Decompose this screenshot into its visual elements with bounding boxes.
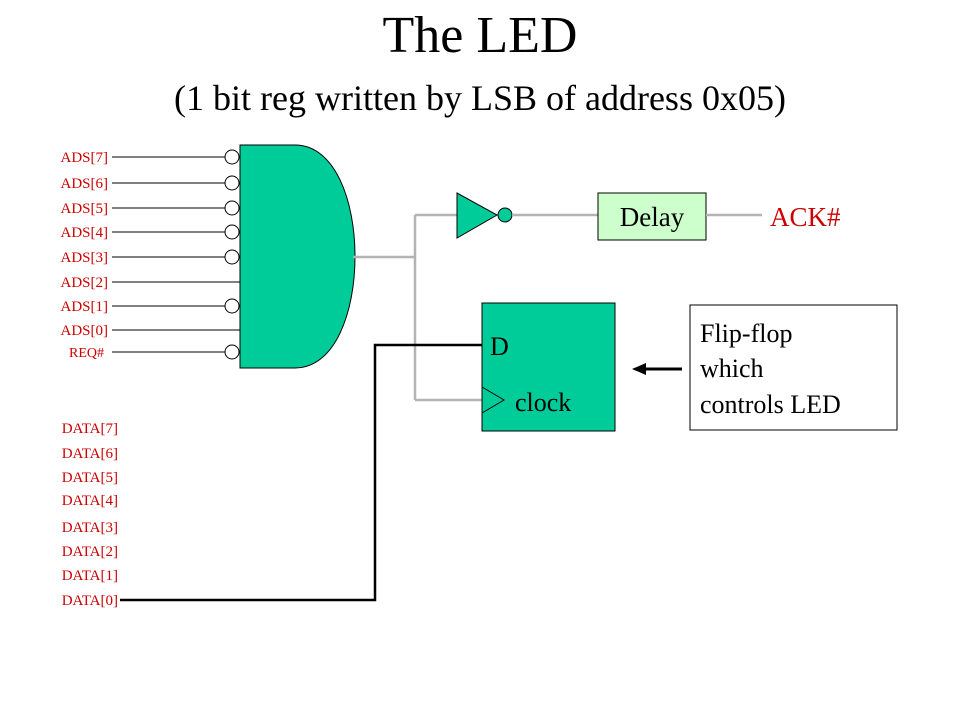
inverter-bubble — [497, 207, 513, 223]
inversion-bubble — [224, 224, 240, 240]
address-input-label: ADS[3] — [61, 250, 109, 266]
inversion-bubble — [224, 249, 240, 265]
data-input-label: DATA[2] — [62, 544, 118, 560]
note-box — [689, 304, 898, 431]
inverter-gate — [456, 192, 499, 239]
flip-flop-clock-label: clock — [515, 388, 571, 417]
data-input-label: DATA[7] — [62, 421, 118, 437]
page-subtitle: (1 bit reg written by LSB of address 0x0… — [174, 78, 786, 118]
note-line-1: Flip-flop — [700, 319, 792, 348]
address-input-label: ADS[6] — [61, 176, 109, 192]
inversion-bubble — [224, 200, 240, 216]
page-title: The LED — [382, 7, 578, 64]
address-input-label: ADS[7] — [61, 150, 109, 166]
annotation-arrow-head — [632, 363, 646, 375]
note-line-2: which — [700, 354, 764, 383]
address-input-label: ADS[2] — [61, 275, 109, 291]
delay-label: Delay — [620, 202, 685, 232]
ack-label: ACK# — [770, 202, 841, 232]
inversion-bubble — [224, 149, 240, 165]
address-input-label: ADS[0] — [61, 323, 109, 339]
inversion-bubble — [224, 175, 240, 191]
address-input-label: ADS[4] — [61, 225, 109, 241]
note-line-3: controls LED — [700, 390, 841, 419]
data-input-label: DATA[3] — [62, 520, 118, 536]
clock-triangle — [481, 386, 505, 414]
data-input-label: DATA[1] — [62, 568, 118, 584]
data-inputs: DATA[7] DATA[6] DATA[5] DATA[4] DATA[3] DATA[… — [62, 421, 118, 609]
data-input-label: DATA[4] — [62, 493, 118, 509]
flip-flop-block — [481, 302, 616, 432]
address-input-label: ADS[1] — [61, 299, 109, 315]
delay-block — [597, 192, 707, 241]
address-inputs: ADS[7] ADS[6] ADS[5] ADS[4] ADS[3] ADS[2] ADS[… — [61, 149, 240, 361]
data-input-label: DATA[5] — [62, 470, 118, 486]
data0-wire — [120, 343, 482, 602]
flip-flop-d-label: D — [490, 332, 509, 361]
data-input-label: DATA[6] — [62, 446, 118, 462]
data-input-label: DATA[0] — [62, 593, 118, 609]
address-input-label: ADS[5] — [61, 201, 109, 217]
and-gate — [239, 144, 356, 369]
inversion-bubble — [224, 344, 240, 360]
address-input-label: REQ# — [69, 346, 104, 361]
inversion-bubble — [224, 298, 240, 314]
